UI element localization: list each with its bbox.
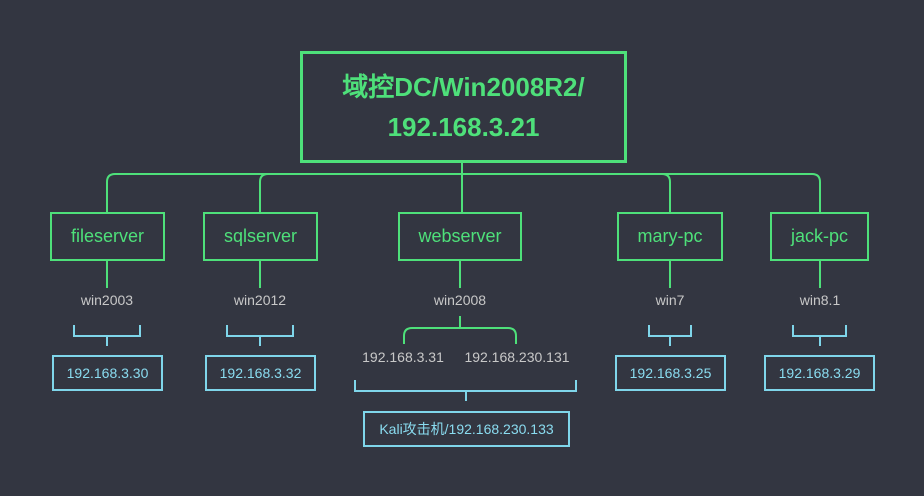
ip-box-jack-pc: 192.168.3.29 bbox=[764, 355, 875, 391]
ip-box-fileserver: 192.168.3.30 bbox=[52, 355, 163, 391]
host-name-webserver: webserver bbox=[418, 226, 502, 246]
bracket-jack-pc bbox=[792, 325, 847, 346]
host-name-mary-pc: mary-pc bbox=[637, 226, 703, 246]
os-label-jack-pc: win8.1 bbox=[799, 292, 841, 308]
host-box-mary-pc: mary-pc bbox=[617, 212, 723, 261]
top-bus bbox=[115, 173, 821, 212]
bracket-fileserver bbox=[73, 325, 141, 346]
ip-sqlserver: 192.168.3.32 bbox=[219, 365, 302, 381]
host-name-sqlserver: sqlserver bbox=[223, 226, 298, 246]
os-label-sqlserver: win2012 bbox=[233, 292, 287, 308]
ip-fileserver: 192.168.3.30 bbox=[66, 365, 149, 381]
ip-mary-pc: 192.168.3.25 bbox=[629, 365, 712, 381]
ip-box-mary-pc: 192.168.3.25 bbox=[615, 355, 726, 391]
os-label-fileserver: win2003 bbox=[80, 292, 134, 308]
os-label-mary-pc: win7 bbox=[655, 292, 685, 308]
ip-webserver-external: 192.168.230.131 bbox=[464, 349, 570, 365]
host-name-jack-pc: jack-pc bbox=[790, 226, 848, 246]
bus-left-drop bbox=[106, 173, 116, 212]
host-box-sqlserver: sqlserver bbox=[203, 212, 318, 261]
host-box-webserver: webserver bbox=[398, 212, 522, 261]
attacker-label-kali: Kali攻击机/192.168.230.133 bbox=[379, 421, 554, 437]
ip-jack-pc: 192.168.3.29 bbox=[778, 365, 861, 381]
bracket-sqlserver bbox=[226, 325, 294, 346]
drop-sqlserver bbox=[259, 173, 269, 212]
ip-webserver-internal: 192.168.3.31 bbox=[362, 349, 444, 365]
domain-controller-ip: 192.168.3.21 bbox=[387, 112, 540, 142]
webserver-curly-split bbox=[403, 327, 517, 344]
domain-controller-title: 域控DC/Win2008R2/ bbox=[342, 72, 585, 102]
bracket-mary-pc bbox=[648, 325, 692, 346]
domain-controller-box: 域控DC/Win2008R2/ 192.168.3.21 bbox=[300, 51, 627, 163]
host-box-fileserver: fileserver bbox=[50, 212, 165, 261]
host-name-fileserver: fileserver bbox=[70, 226, 145, 246]
host-box-jack-pc: jack-pc bbox=[770, 212, 869, 261]
os-label-webserver: win2008 bbox=[433, 292, 487, 308]
drop-mary-pc bbox=[661, 173, 671, 212]
attacker-box-kali: Kali攻击机/192.168.230.133 bbox=[363, 411, 570, 447]
bracket-webserver bbox=[354, 380, 577, 401]
ip-box-sqlserver: 192.168.3.32 bbox=[205, 355, 316, 391]
